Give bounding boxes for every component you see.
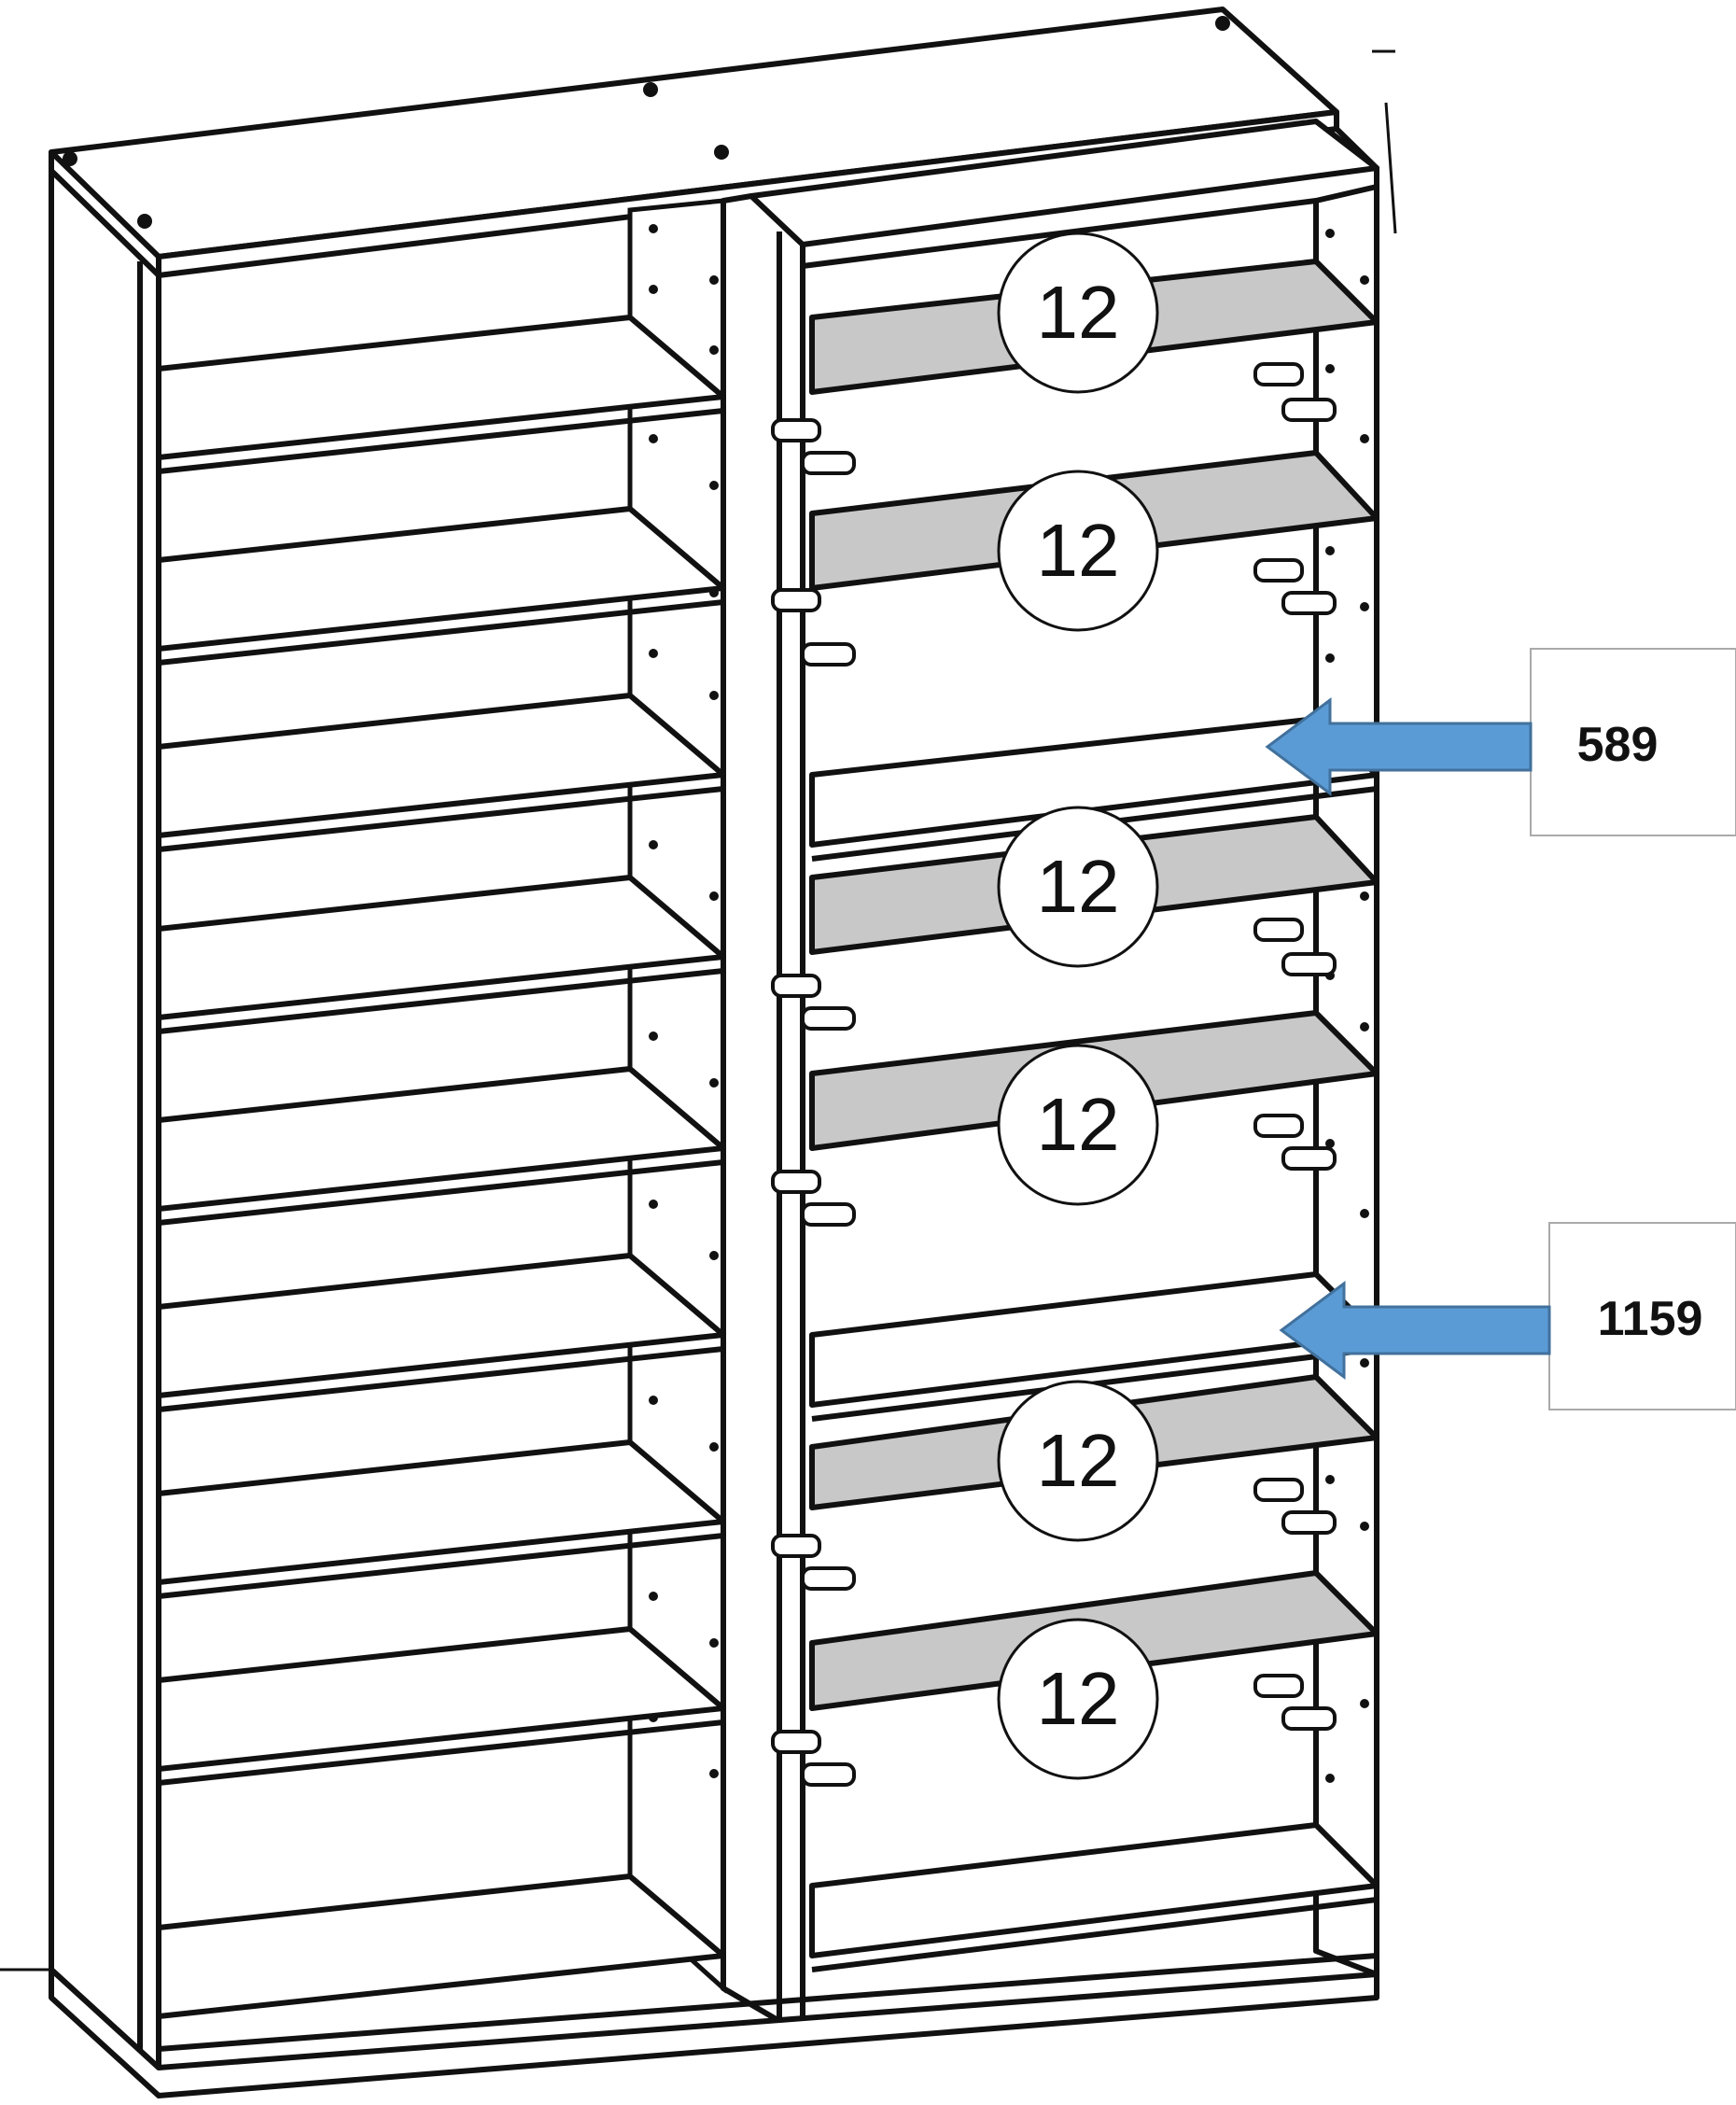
shelf-badge-6: 12 bbox=[997, 1618, 1159, 1780]
shelf-badge-3: 12 bbox=[997, 806, 1159, 968]
callout-lower: 1159 bbox=[1279, 1222, 1736, 1410]
left-inner-side-holes bbox=[649, 224, 719, 1778]
left-bottom-shelf bbox=[156, 1873, 726, 2019]
shelf-badge-label: 12 bbox=[1037, 845, 1120, 928]
top-panel-holes bbox=[63, 16, 1309, 229]
shelf-badge-2: 12 bbox=[997, 470, 1159, 632]
right-inner-top bbox=[749, 119, 1379, 247]
callout-arrow-upper bbox=[1265, 697, 1533, 796]
callout-label-lower: 1159 bbox=[1598, 1292, 1703, 1346]
shelf-badge-5: 12 bbox=[997, 1380, 1159, 1542]
callout-box-upper bbox=[1530, 648, 1736, 836]
shelf-badge-label: 12 bbox=[1037, 509, 1120, 592]
shelf-badge-1: 12 bbox=[997, 232, 1159, 394]
callout-box-lower bbox=[1548, 1222, 1736, 1410]
shelf-pins bbox=[771, 362, 1337, 1787]
callout-arrow-lower bbox=[1279, 1281, 1551, 1380]
fixed-shelf-upper bbox=[809, 716, 1379, 848]
callout-label-upper: 589 bbox=[1577, 718, 1659, 772]
shelf-badge-group: 12 12 12 12 12 12 bbox=[997, 232, 1159, 1780]
shelf-badge-label: 12 bbox=[1037, 1657, 1120, 1740]
base-plinth bbox=[0, 1953, 1379, 2098]
shelf-badge-label: 12 bbox=[1037, 1419, 1120, 1502]
shelf-badge-label: 12 bbox=[1037, 1083, 1120, 1166]
shelf-badge-label: 12 bbox=[1037, 271, 1120, 354]
callout-upper: 589 bbox=[1265, 648, 1736, 836]
right-bottom-shelf bbox=[809, 1822, 1379, 1958]
shelf-badge-4: 12 bbox=[997, 1044, 1159, 1206]
left-side-panel bbox=[49, 168, 161, 2070]
